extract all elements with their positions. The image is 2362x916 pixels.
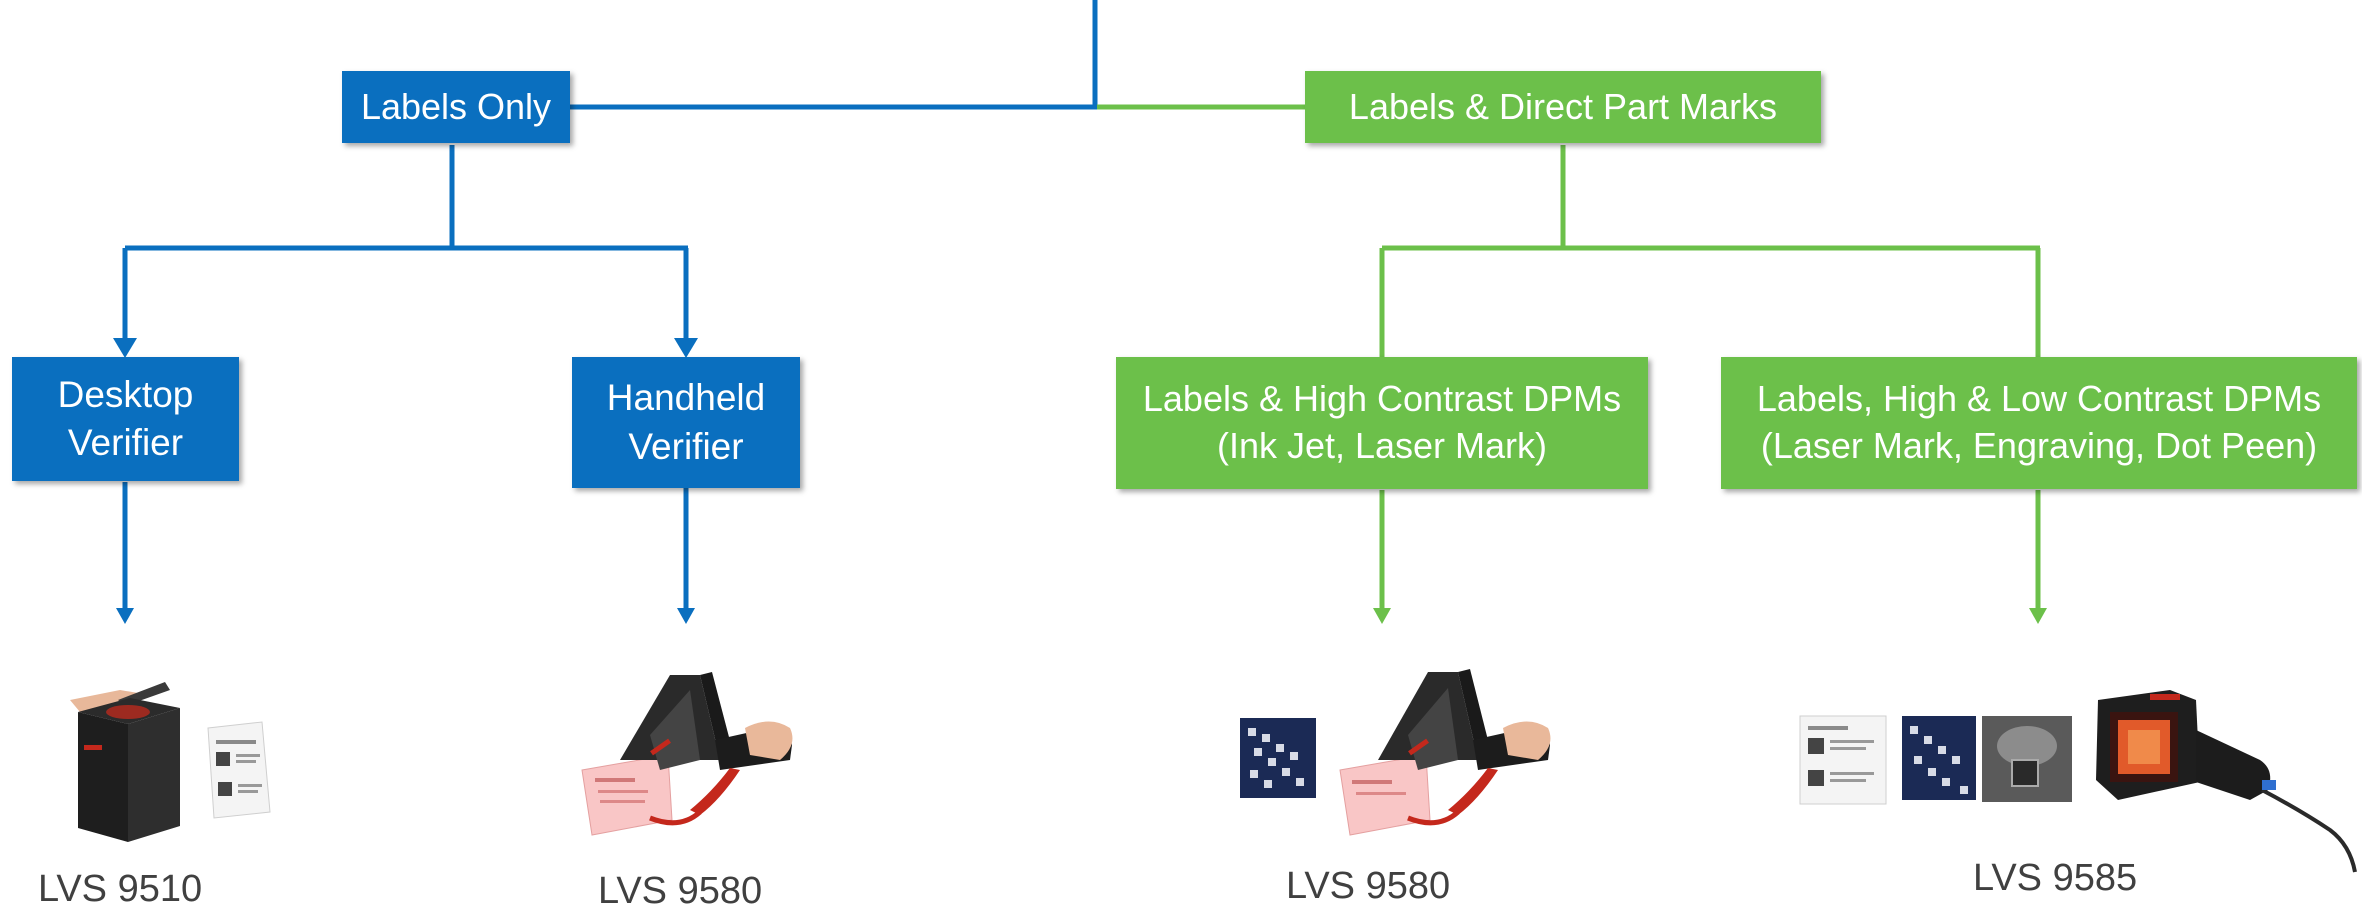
product-caption-lvs9585: LVS 9585 <box>1973 857 2138 899</box>
product-image-lvs9580-labels <box>581 672 793 836</box>
product-caption-lvs9580-dpm: LVS 9580 <box>1286 865 1451 907</box>
labels-only-label: Labels Only <box>360 85 552 127</box>
dpm-connectors <box>1097 104 2041 610</box>
product-caption-lvs9510: LVS 9510 <box>38 868 203 910</box>
desktop-verifier-node: Desktop Verifier <box>12 357 239 481</box>
handheld-verifier-line1: Handheld <box>606 377 766 419</box>
labels-dpm-label: Labels & Direct Part Marks <box>1348 85 1778 127</box>
desktop-verifier-line1: Desktop <box>57 373 194 415</box>
product-image-lvs9580-dpm <box>1240 669 1551 836</box>
high-contrast-dpm-line1: Labels & High Contrast DPMs <box>1142 378 1622 420</box>
labels-only-connectors <box>122 0 1098 610</box>
labels-dpm-node: Labels & Direct Part Marks <box>1305 71 1821 143</box>
dpm-arrowheads <box>1373 608 2047 624</box>
high-contrast-dpm-node: Labels & High Contrast DPMs (Ink Jet, La… <box>1116 357 1648 489</box>
labels-only-arrowheads <box>113 338 698 624</box>
high-contrast-dpm-line2: (Ink Jet, Laser Mark) <box>1216 425 1548 466</box>
product-image-lvs9510 <box>70 682 271 842</box>
product-image-lvs9585 <box>1799 690 2357 873</box>
low-contrast-dpm-line1: Labels, High & Low Contrast DPMs <box>1756 378 2322 420</box>
handheld-verifier-node: Handheld Verifier <box>572 357 800 488</box>
product-caption-lvs9580-labels: LVS 9580 <box>598 870 763 912</box>
low-contrast-dpm-line2: (Laser Mark, Engraving, Dot Peen) <box>1760 425 2318 466</box>
desktop-verifier-line2: Verifier <box>67 422 184 463</box>
low-contrast-dpm-node: Labels, High & Low Contrast DPMs (Laser … <box>1721 357 2357 489</box>
labels-only-node: Labels Only <box>342 71 570 143</box>
handheld-verifier-line2: Verifier <box>628 425 744 467</box>
